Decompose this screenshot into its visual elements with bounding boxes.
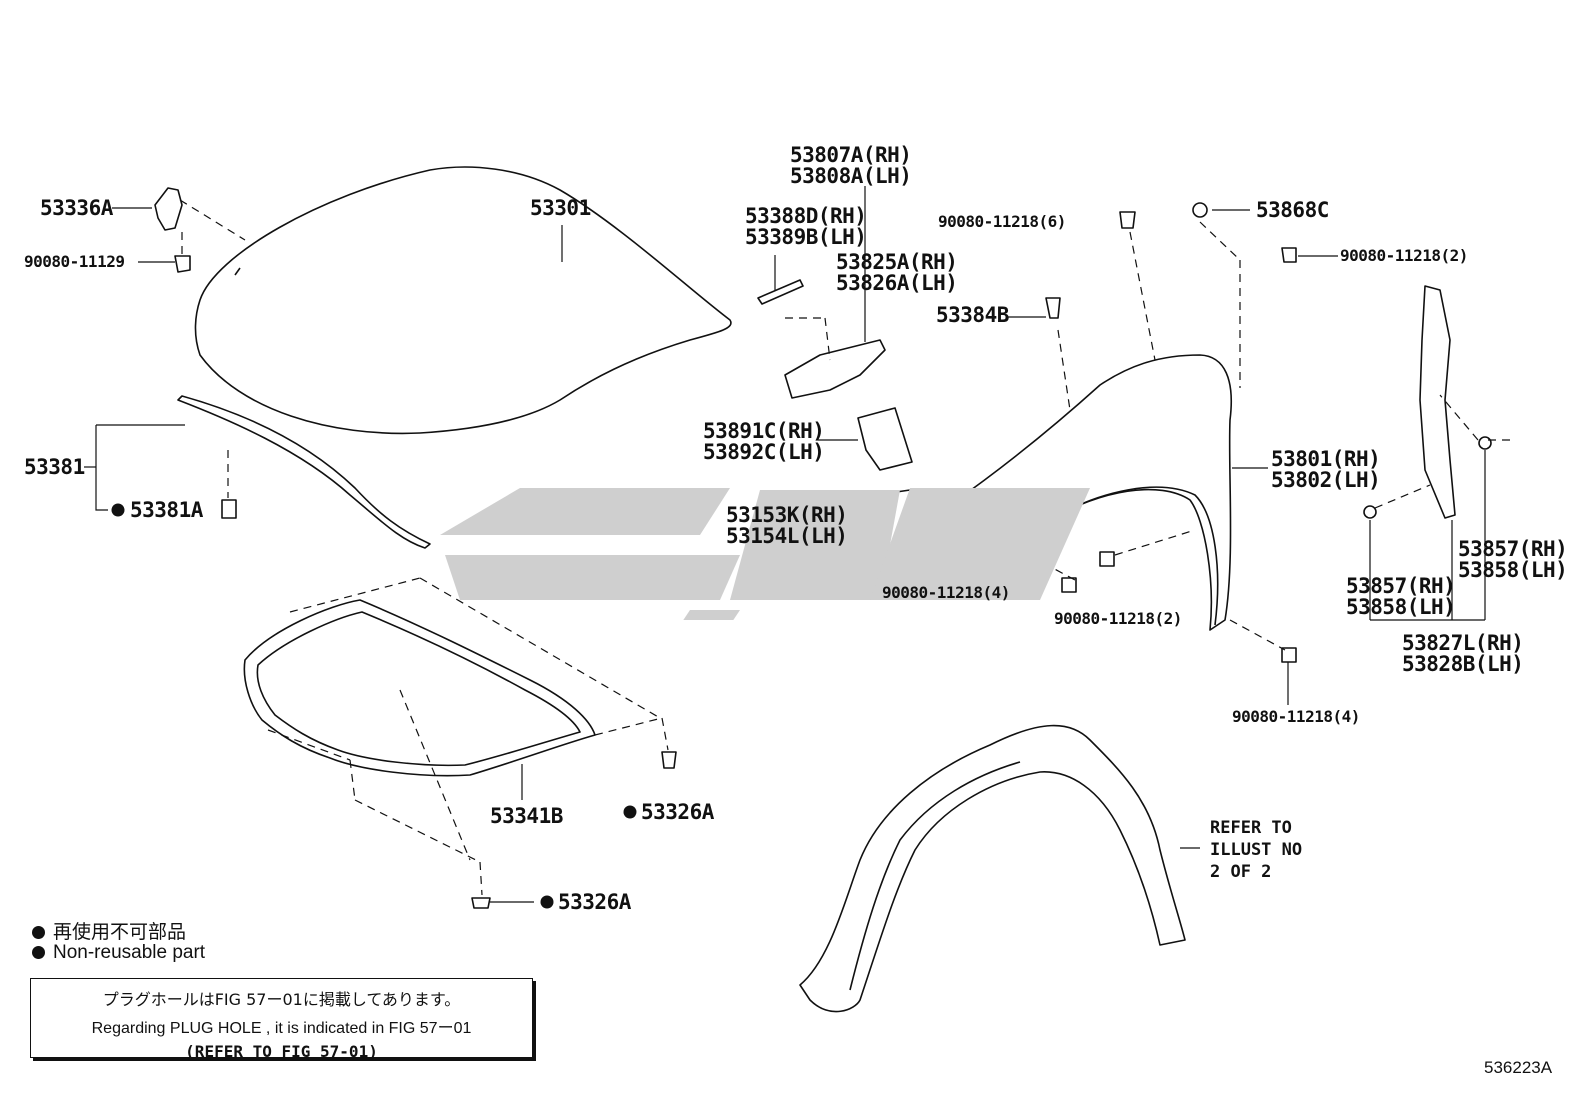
cowl-extension [784, 339, 886, 399]
label-53826A: 53826A(LH) [836, 271, 958, 295]
label-53326A-upper: 53326A [641, 800, 714, 824]
label-90080-11218-2-bottom: 90080-11218(2) [1054, 609, 1182, 628]
label-53381A: 53381A [130, 498, 203, 522]
figure-number: 536223A [1484, 1058, 1553, 1077]
fender-seal-bar [757, 279, 804, 305]
label-53827L: 53827L(RH) [1402, 631, 1524, 655]
non-reusable-dots [111, 503, 637, 909]
hood-panel [194, 166, 732, 435]
refer-illust-note: REFER TO ILLUST NO 2 OF 2 [1210, 818, 1303, 882]
label-53154L: 53154L(LH) [726, 524, 848, 548]
label-53341B: 53341B [490, 804, 563, 828]
label-53301: 53301 [530, 196, 591, 220]
label-53389B: 53389B(LH) [745, 225, 867, 249]
label-53857-right: 53857(RH) [1458, 537, 1568, 561]
label-53801: 53801(RH) [1271, 447, 1381, 471]
fender-bracket-1 [857, 407, 913, 471]
non-reusable-dot-icon [32, 946, 45, 959]
label-90080-11218-4-right: 90080-11218(4) [1232, 707, 1360, 726]
legend-jp: 再使用不可部品 [32, 917, 186, 944]
label-90080-11129: 90080-11129 [24, 252, 125, 271]
label-53384B: 53384B [936, 303, 1009, 327]
note-en: Regarding PLUG HOLE , it is indicated in… [91, 1020, 472, 1037]
fender-arch [1049, 486, 1219, 626]
label-53326A-lower: 53326A [558, 890, 631, 914]
watermark-logo [440, 488, 1090, 620]
label-53857-left: 53857(RH) [1346, 574, 1456, 598]
fender-bolt-lower-2 [1099, 551, 1115, 567]
label-53891C: 53891C(RH) [703, 419, 825, 443]
hood-seal [177, 395, 431, 549]
legend-en: Non-reusable part [32, 942, 205, 964]
label-53858-right: 53858(LH) [1458, 558, 1568, 582]
label-53381: 53381 [24, 455, 85, 479]
note-jp: プラグホールはFIG 57ー01に掲載してあります。 [102, 990, 461, 1009]
plug-hole-note: プラグホールはFIG 57ー01に掲載してあります。 Regarding PLU… [30, 978, 533, 1061]
seal-clip-1 [1363, 505, 1377, 519]
label-53336A: 53336A [40, 196, 113, 220]
assembly-lines [179, 199, 1510, 896]
fender-clip [1045, 297, 1061, 319]
fender-liner-inner [849, 761, 1021, 991]
fender-bolt-lower-3 [1281, 647, 1297, 663]
note-ref: (REFER TO FIG 57-01) [185, 1042, 378, 1061]
label-53828B: 53828B(LH) [1402, 652, 1524, 676]
label-90080-11218-6: 90080-11218(6) [938, 212, 1066, 231]
fender-bolt-top [1119, 211, 1136, 229]
label-53868C: 53868C [1256, 198, 1329, 222]
label-90080-11218-2-top: 90080-11218(2) [1340, 246, 1468, 265]
label-53388D: 53388D(RH) [745, 204, 867, 228]
label-53808A: 53808A(LH) [790, 164, 912, 188]
fender-liner [799, 724, 1186, 1013]
label-90080-11218-4-left: 90080-11218(4) [882, 583, 1010, 602]
fender-bolt-right [1281, 247, 1297, 263]
label-53825A: 53825A(RH) [836, 250, 958, 274]
label-53802: 53802(LH) [1271, 468, 1381, 492]
fender-side-seal [1419, 285, 1456, 519]
seal-clip [221, 499, 237, 519]
seal-clip-2 [1478, 436, 1492, 450]
insulator-clip-1 [661, 751, 677, 769]
hood-edge-detail [234, 267, 241, 276]
insulator-clip-2 [471, 897, 491, 909]
hood-hinge-part [154, 187, 183, 231]
hood-insulator [243, 599, 596, 777]
label-53153K: 53153K(RH) [726, 503, 848, 527]
label-53807A: 53807A(RH) [790, 143, 912, 167]
washer-53868C [1192, 202, 1208, 218]
hood-hinge-bolt [174, 255, 191, 273]
hood-insulator-inner [256, 611, 581, 767]
non-reusable-dot-icon [32, 926, 45, 939]
label-53858-left: 53858(LH) [1346, 595, 1456, 619]
label-53892C: 53892C(LH) [703, 440, 825, 464]
